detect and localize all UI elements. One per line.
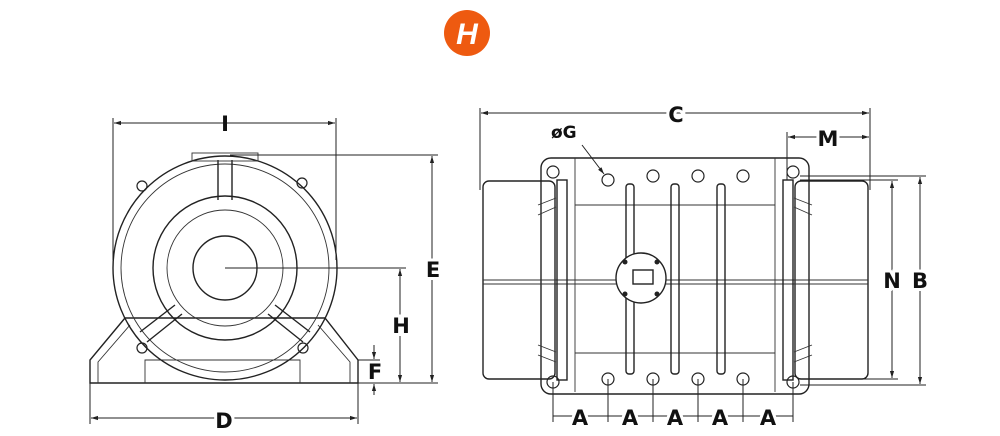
dim-label-A-2: A — [622, 406, 639, 430]
dim-label-D: D — [215, 409, 232, 433]
front-view: I E H F D — [89, 112, 443, 436]
dim-label-A-1: A — [572, 406, 589, 430]
dim-label-A-3: A — [667, 406, 684, 430]
dim-label-M: M — [818, 127, 839, 151]
dim-label-B: B — [912, 269, 928, 293]
dim-label-F: F — [368, 360, 382, 384]
brand-logo: H — [444, 10, 490, 56]
dim-label-A-4: A — [712, 406, 729, 430]
dim-label-N: N — [883, 269, 901, 293]
dim-label-E: E — [426, 258, 440, 282]
dim-label-G: øG — [551, 123, 577, 143]
dim-label-C: C — [668, 103, 683, 127]
dim-label-A-5: A — [760, 406, 777, 430]
dim-label-H: H — [392, 314, 410, 338]
dim-label-I: I — [221, 112, 229, 136]
svg-text:H: H — [456, 18, 479, 51]
side-view: C øG M N B A A A A A — [479, 100, 931, 433]
